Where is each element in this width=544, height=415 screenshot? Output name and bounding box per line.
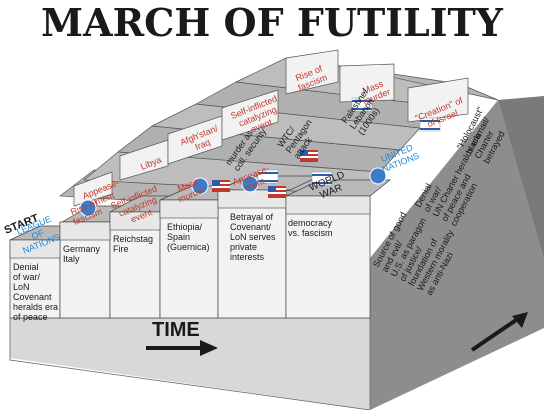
diagonal-arrow-icon (470, 312, 528, 352)
un-emblem-icon (191, 177, 209, 195)
us-flag-icon (300, 150, 318, 162)
israel-flag-icon (419, 117, 441, 132)
base-front (10, 318, 370, 410)
time-label: TIME (152, 319, 200, 341)
israel-flag-icon (351, 97, 373, 112)
un-emblem-icon (369, 167, 387, 185)
time-arrow-icon (146, 340, 218, 356)
israel-flag-icon (311, 171, 333, 186)
us-flag-icon (268, 186, 286, 198)
us-flag-icon (212, 180, 230, 192)
flag-icons (212, 97, 441, 198)
front-step-note: Ethiopia/Spain(Guernica) (167, 222, 210, 252)
right-side-edge (498, 96, 544, 260)
israel-flag-icon (257, 169, 279, 184)
diagram-title: MARCH OF FUTILITY (41, 0, 504, 45)
un-emblem-icons (79, 167, 387, 217)
un-emblem-icon (241, 175, 259, 193)
un-emblem-icon (79, 199, 97, 217)
